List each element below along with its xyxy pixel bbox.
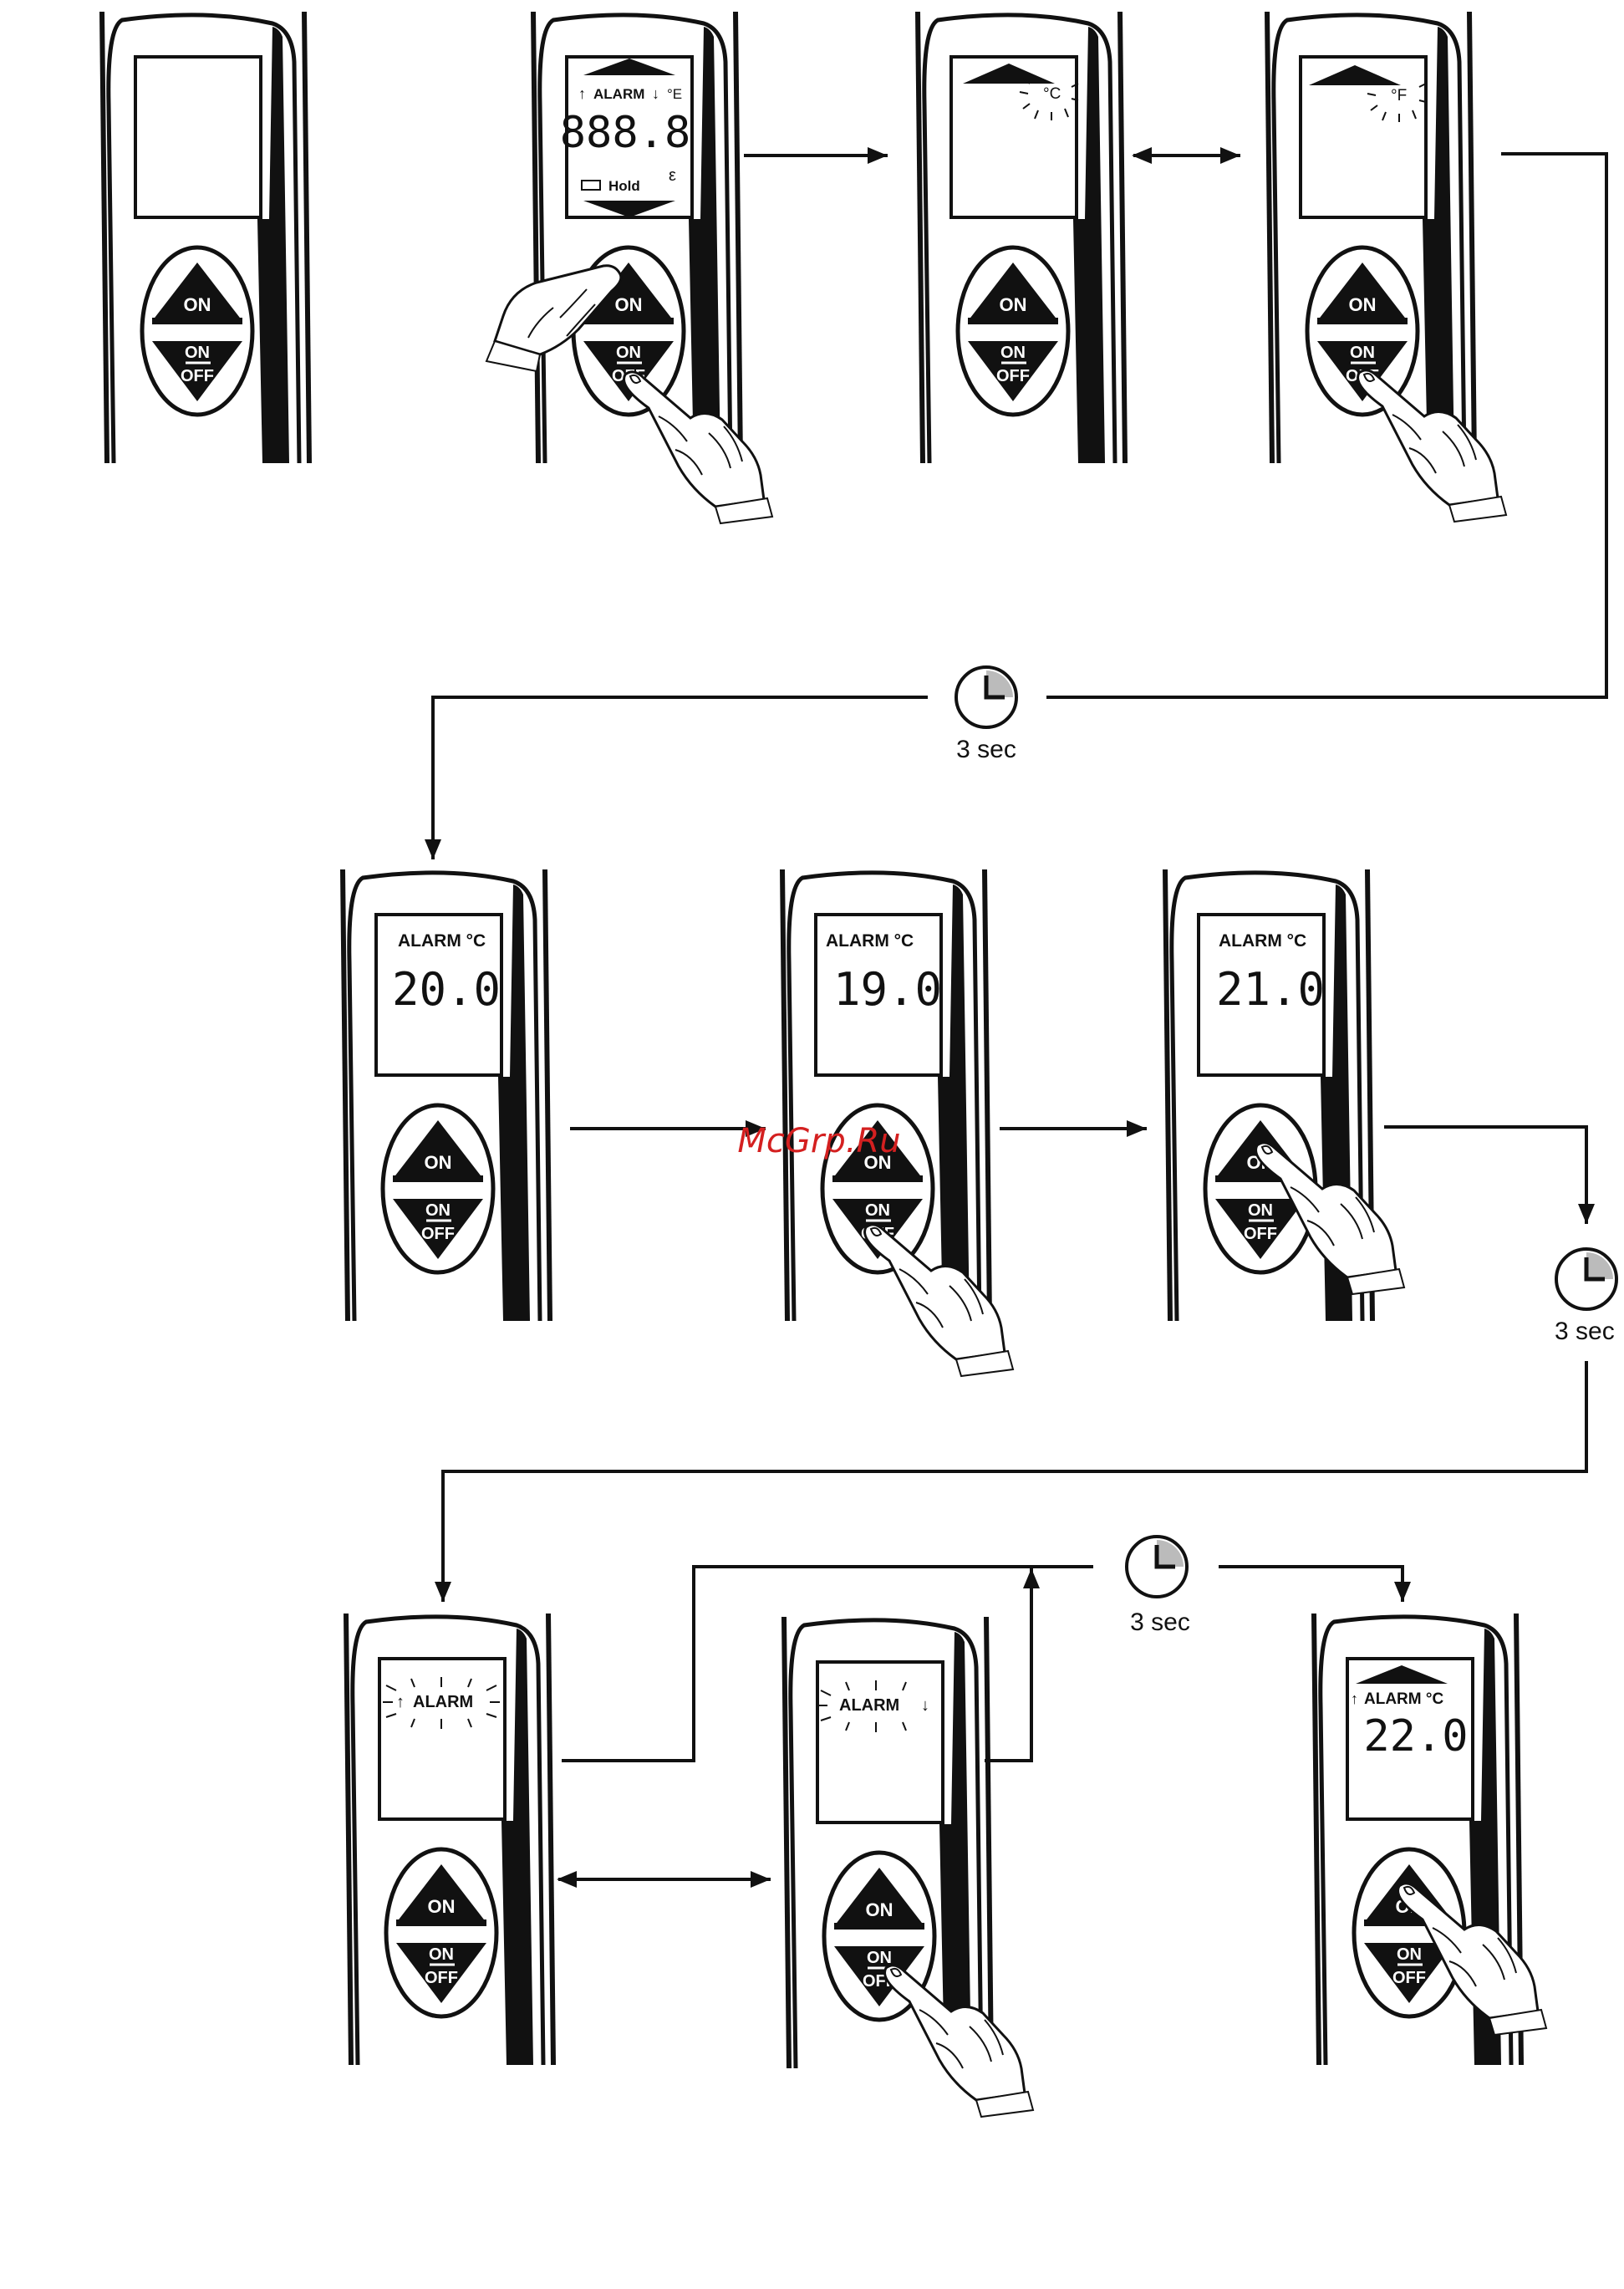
svg-text:ON: ON bbox=[865, 1201, 890, 1220]
lcd-degree-c: °C bbox=[1043, 85, 1061, 103]
onoff-button-label-bottom: OFF bbox=[181, 367, 214, 385]
lcd-hold-label: Hold bbox=[608, 178, 640, 194]
svg-text:ALARM: ALARM bbox=[839, 1696, 899, 1715]
clock-icon bbox=[1127, 1537, 1187, 1597]
svg-text:ON: ON bbox=[616, 344, 641, 362]
svg-text:ALARM °C: ALARM °C bbox=[1219, 931, 1306, 951]
svg-text:ON: ON bbox=[1000, 344, 1026, 362]
clock-icon bbox=[1556, 1249, 1616, 1309]
timer-label: 3 sec bbox=[956, 736, 1016, 763]
timer-label: 3 sec bbox=[1130, 1608, 1190, 1636]
svg-text:ON: ON bbox=[425, 1201, 451, 1220]
down-arrow-icon: ↓ bbox=[652, 85, 659, 102]
svg-text:ON: ON bbox=[1248, 1201, 1273, 1220]
device-9-alarm-down: ALARM ↓ ON ON OFF bbox=[784, 1617, 991, 2068]
flow-connector bbox=[985, 1568, 1031, 1761]
svg-text:OFF: OFF bbox=[425, 1969, 458, 1987]
lcd-alarm-label: ALARM bbox=[593, 86, 644, 102]
svg-text:ALARM °C: ALARM °C bbox=[826, 931, 914, 951]
up-arrow-icon: ↑ bbox=[578, 85, 586, 102]
svg-text:ALARM °C: ALARM °C bbox=[1364, 1690, 1443, 1708]
svg-text:ON: ON bbox=[1349, 294, 1377, 315]
svg-text:ON: ON bbox=[425, 1152, 452, 1173]
svg-text:ON: ON bbox=[1397, 1945, 1422, 1964]
down-arrow-icon: ↓ bbox=[921, 1696, 929, 1715]
lcd-degree-f: °F bbox=[1391, 87, 1407, 105]
flow-connector bbox=[1219, 1567, 1403, 1602]
svg-text:ON: ON bbox=[1350, 344, 1375, 362]
lcd-value: 19.0 bbox=[833, 963, 942, 1016]
device-1-off: ON ON OFF bbox=[102, 12, 309, 463]
svg-text:ON: ON bbox=[429, 1945, 454, 1964]
svg-text:↑: ↑ bbox=[1351, 1690, 1358, 1707]
lcd-alarm-c: ALARM °C bbox=[398, 931, 486, 951]
lcd-value: 22.0 bbox=[1363, 1711, 1468, 1761]
svg-text:OFF: OFF bbox=[421, 1225, 455, 1243]
timer-label: 3 sec bbox=[1555, 1318, 1615, 1345]
svg-text:OFF: OFF bbox=[1392, 1969, 1426, 1987]
lcd-degree-e: °E bbox=[667, 86, 682, 102]
lcd-value: 20.0 bbox=[392, 963, 501, 1016]
device-3-celsius: °C ON ON OFF bbox=[918, 12, 1125, 463]
svg-text:ON: ON bbox=[1000, 294, 1027, 315]
device-8-alarm-up: ↑ ALARM ON ON OFF bbox=[346, 1614, 553, 2065]
svg-text:ON: ON bbox=[866, 1899, 893, 1920]
svg-text:OFF: OFF bbox=[996, 367, 1030, 385]
lcd-test-digits: 888.8 bbox=[560, 108, 691, 158]
up-arrow-icon: ↑ bbox=[396, 1693, 405, 1711]
on-button-label: ON bbox=[184, 294, 211, 315]
device-5-alarm-20: ALARM °C 20.0 ON ON OFF bbox=[343, 869, 550, 1321]
svg-text:ON: ON bbox=[615, 294, 643, 315]
onoff-button-label-top: ON bbox=[185, 344, 210, 362]
svg-text:OFF: OFF bbox=[1244, 1225, 1277, 1243]
flow-connector bbox=[433, 697, 928, 859]
svg-text:ON: ON bbox=[428, 1896, 456, 1917]
flow-connector bbox=[1384, 1127, 1586, 1224]
svg-text:ON: ON bbox=[867, 1949, 892, 1967]
lcd-epsilon: ε bbox=[669, 166, 676, 185]
clock-icon bbox=[956, 667, 1016, 727]
watermark: McGrp.Ru bbox=[737, 1122, 900, 1160]
svg-text:ALARM: ALARM bbox=[413, 1693, 473, 1711]
lcd-value: 21.0 bbox=[1216, 963, 1325, 1016]
